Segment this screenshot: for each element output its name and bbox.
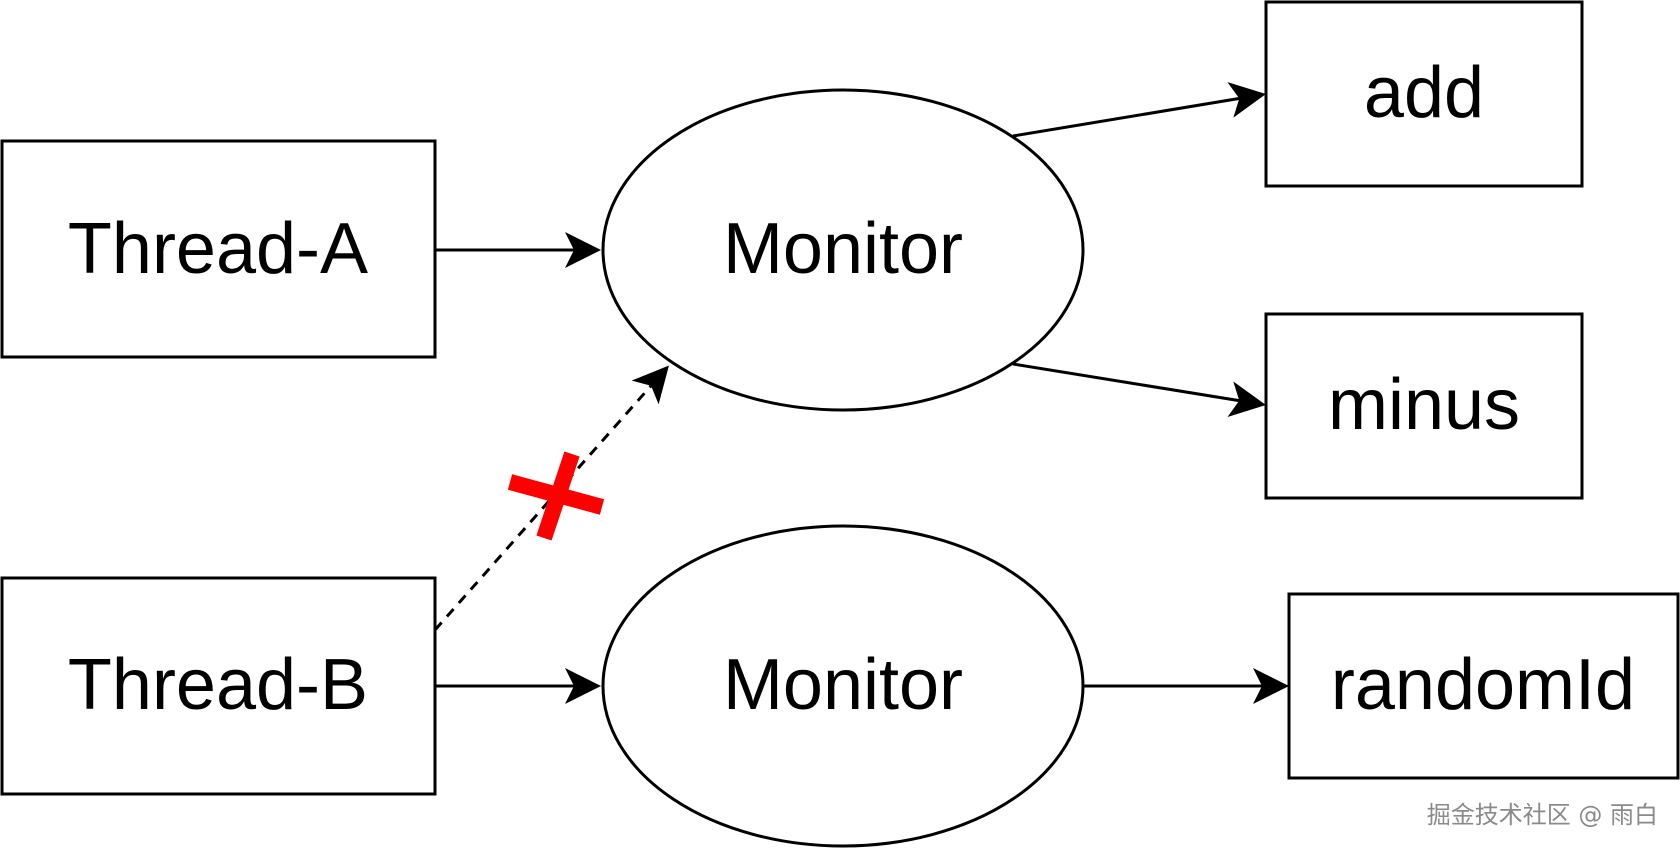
edge-monitor-to-add xyxy=(1012,82,1266,138)
thread-a-label: Thread-A xyxy=(68,209,368,289)
thread-b-label: Thread-B xyxy=(68,645,368,725)
minus-node: minus xyxy=(1264,312,1584,500)
monitor-top-label: Monitor xyxy=(723,209,963,289)
blocked-edge-thread-b-to-monitor xyxy=(433,365,669,631)
add-label: add xyxy=(1364,53,1484,133)
random-id-label: randomId xyxy=(1331,645,1635,725)
blocked-cross-icon xyxy=(507,451,605,541)
add-node: add xyxy=(1264,0,1584,188)
thread-a-node: Thread-A xyxy=(0,139,437,359)
random-id-node: randomId xyxy=(1287,592,1680,780)
monitor-bottom-label: Monitor xyxy=(723,645,963,725)
thread-b-node: Thread-B xyxy=(0,576,437,796)
edge-monitor-to-minus xyxy=(1012,362,1266,417)
minus-label: minus xyxy=(1328,365,1520,445)
monitor-bottom-node: Monitor xyxy=(601,524,1085,848)
monitor-top-node: Monitor xyxy=(601,88,1085,412)
watermark-text: 掘金技术社区 @ 雨白 xyxy=(1427,801,1658,829)
